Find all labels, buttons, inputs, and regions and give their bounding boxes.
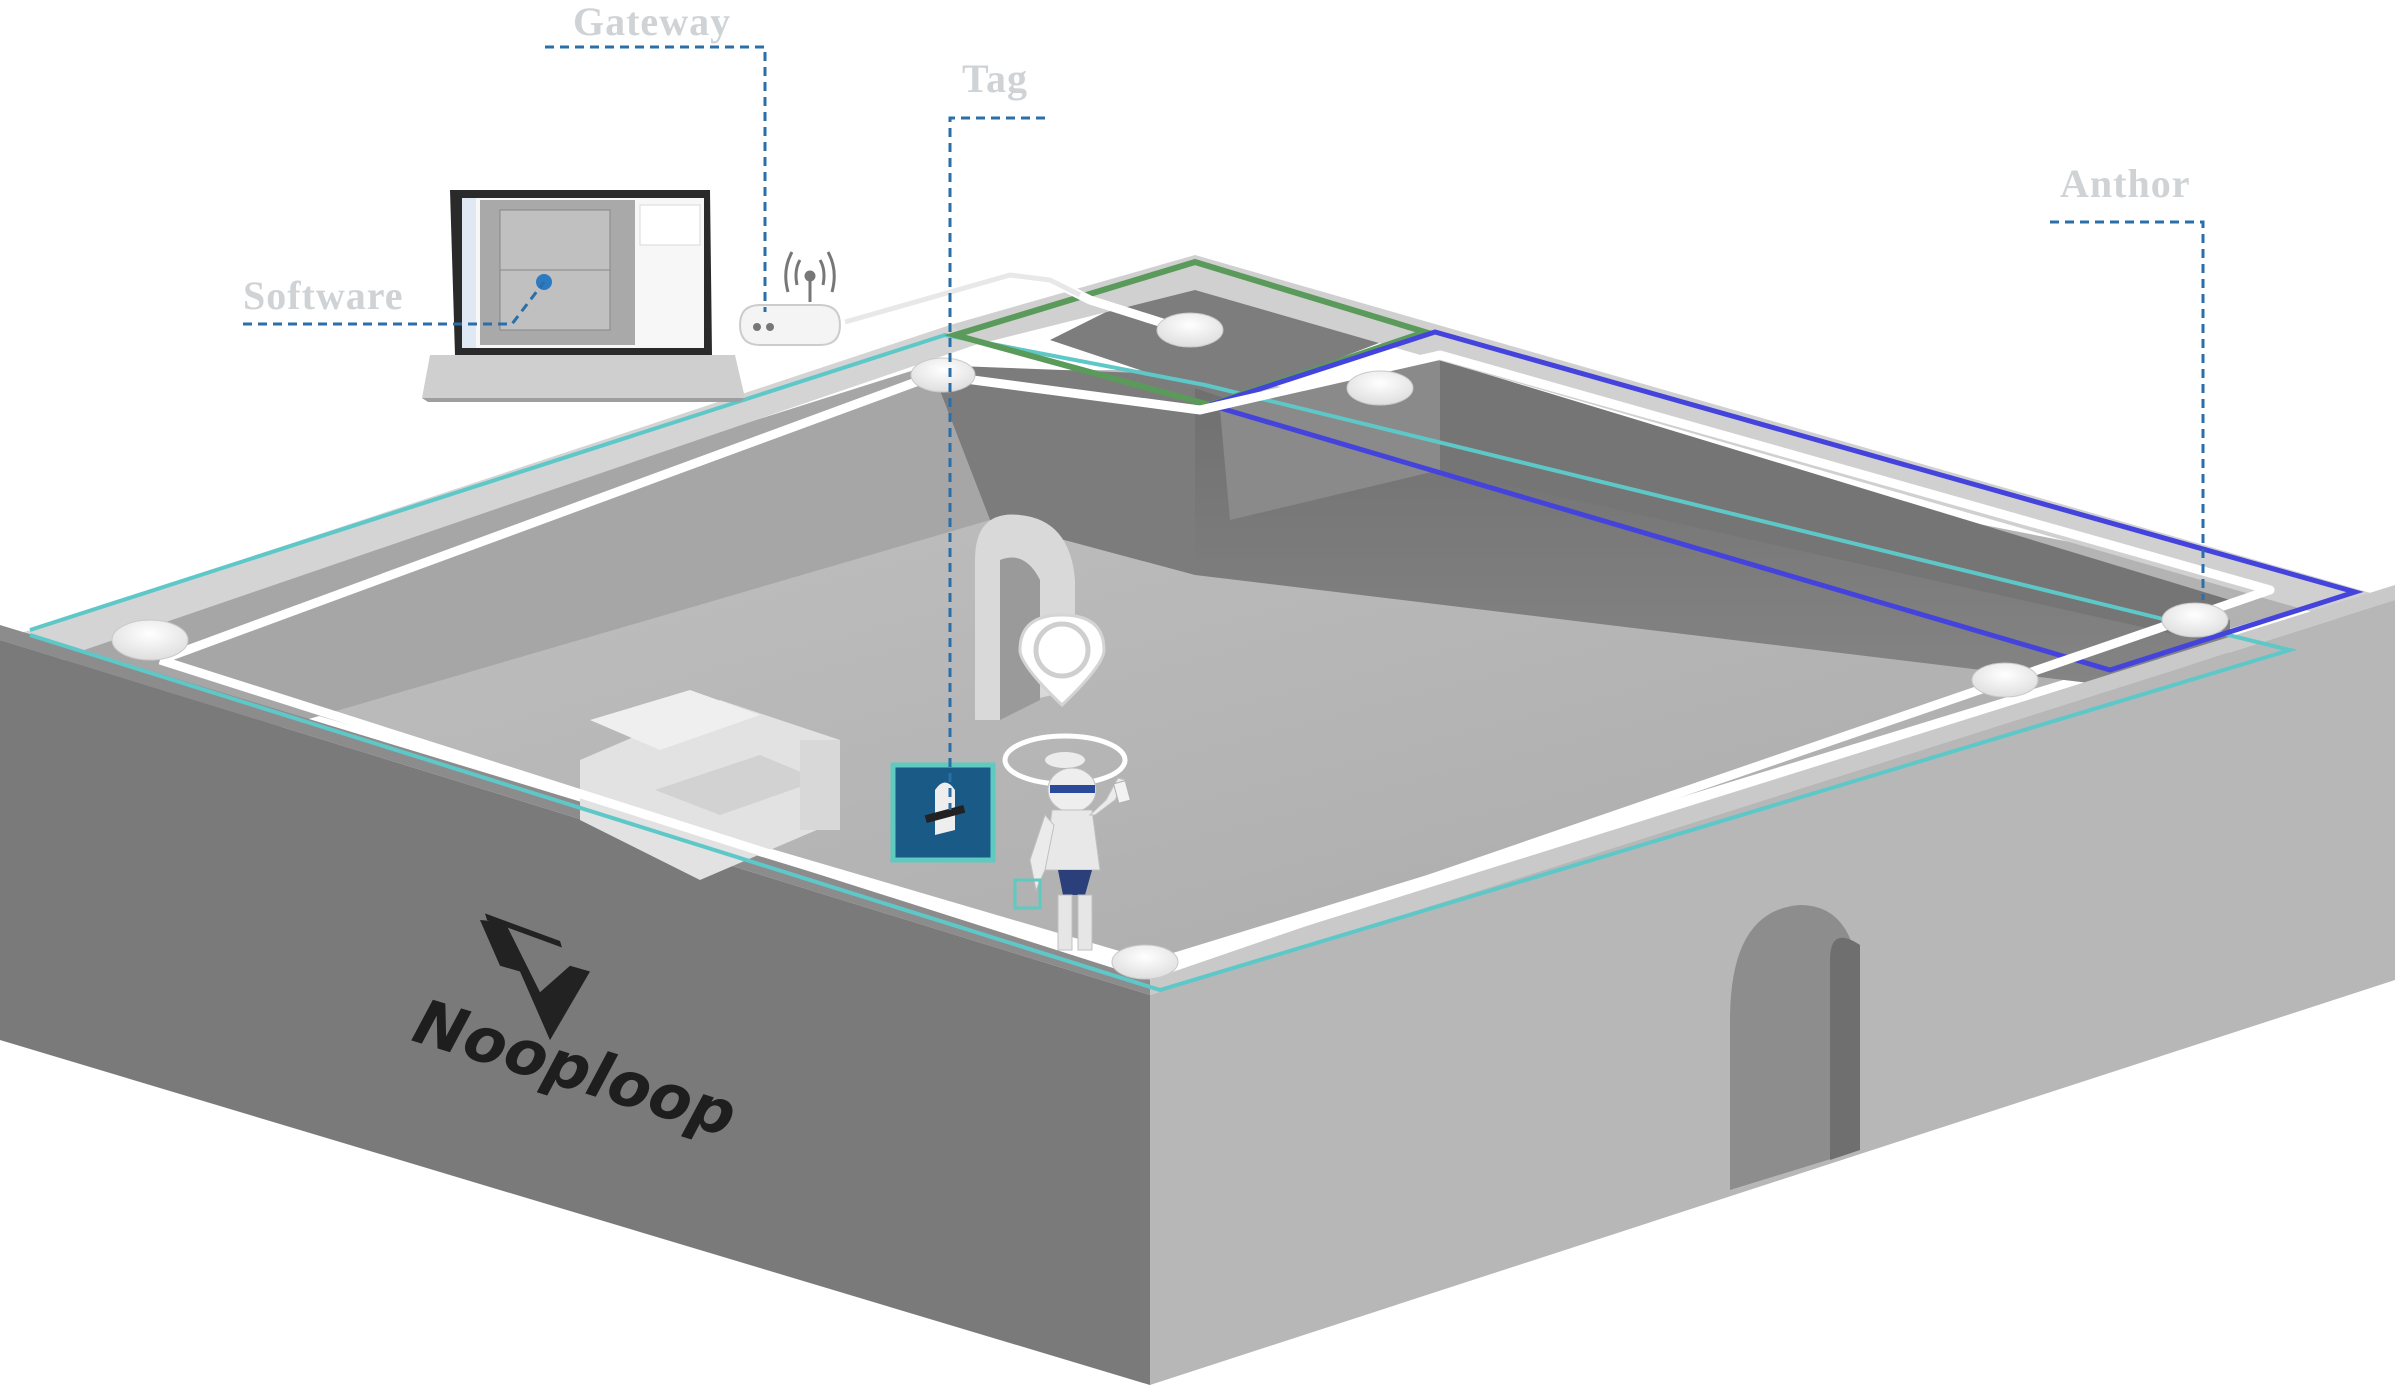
blue-room-inner (1440, 360, 2230, 640)
sofa (580, 690, 840, 880)
left-interior-wall (60, 365, 990, 780)
anchor-callout-line (2050, 220, 2205, 600)
anchor-device-icon (910, 357, 976, 393)
brand-logo (480, 913, 590, 1041)
router-icon (738, 251, 842, 346)
anchor-device-icon (2161, 602, 2229, 638)
robot-figure (1013, 767, 1131, 951)
tag-callout-line (948, 116, 1045, 810)
anchor-device-icon (1156, 312, 1224, 348)
gateway-cable (844, 272, 1082, 325)
gateway-label: Gateway (573, 0, 732, 44)
zone-cyan (29, 332, 2298, 993)
callout-lines (243, 45, 2205, 810)
front-door (1730, 905, 1860, 1190)
anchors (111, 312, 2229, 980)
wifi-signal-icon (784, 251, 836, 302)
anchor-device-icon (1346, 370, 1414, 406)
anchor-label: Anthor (2060, 161, 2191, 206)
zone-blue (1209, 329, 2364, 673)
wall-top-left (0, 325, 975, 660)
software-label: Software (243, 273, 404, 318)
gateway-callout-line (545, 45, 767, 312)
anchor-device-icon (1971, 662, 2039, 698)
front-right-wall-top (1150, 585, 2395, 995)
back-left-wall (930, 365, 1195, 575)
building (0, 255, 2395, 1385)
laptop-icon (422, 190, 745, 402)
zone-green (944, 258, 1435, 409)
front-left-wall (0, 640, 1150, 1385)
anchor-device-icon (111, 619, 189, 661)
tag-label: Tag (962, 56, 1029, 101)
anchor-device-icon (1111, 944, 1179, 980)
front-door-depth (1830, 937, 1860, 1160)
brand-mark-icon (480, 920, 590, 1041)
tag-inset (890, 762, 996, 863)
software-callout-line (243, 281, 546, 326)
wall-top-back (950, 255, 2395, 620)
location-pin-icon (1002, 613, 1128, 787)
